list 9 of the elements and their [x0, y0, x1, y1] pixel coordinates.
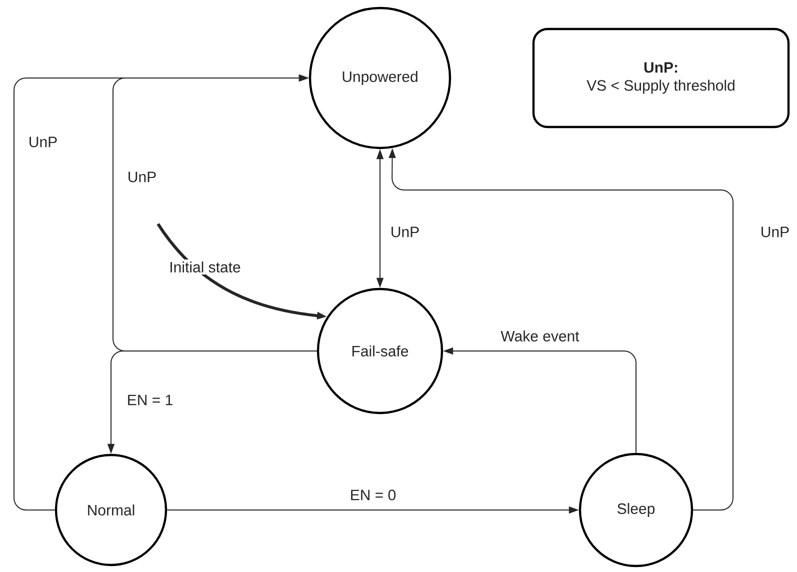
edge-label: UnP — [26, 134, 60, 150]
note-box: UnP: VS < Supply threshold — [532, 28, 790, 128]
edge-label: Wake event — [498, 328, 582, 344]
edge-label: EN = 0 — [348, 488, 398, 502]
edge-label: EN = 1 — [124, 392, 176, 408]
edge-label: Initial state — [167, 259, 243, 274]
edge-label: UnP — [758, 224, 792, 240]
edge-label: UnP — [125, 170, 159, 184]
edge-label: UnP — [388, 224, 422, 240]
